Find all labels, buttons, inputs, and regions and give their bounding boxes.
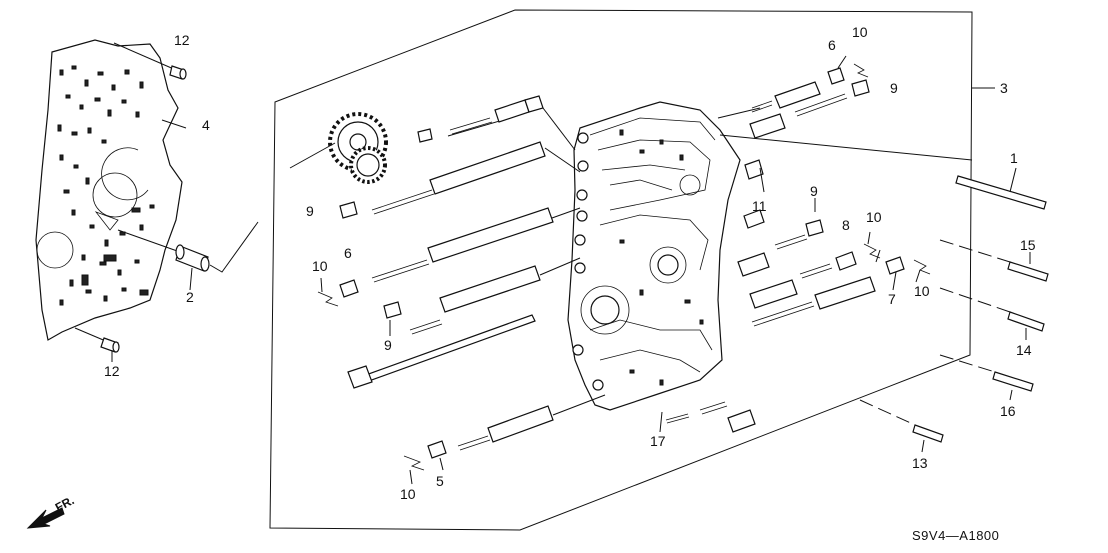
callout-16: 16 bbox=[1000, 403, 1016, 419]
callout-17: 17 bbox=[650, 433, 666, 449]
callout-12: 12 bbox=[104, 363, 120, 379]
valve-spools-left bbox=[347, 95, 606, 451]
callout-10: 10 bbox=[852, 24, 868, 40]
dowel-pin-lower bbox=[74, 327, 120, 353]
callout-14: 14 bbox=[1016, 342, 1032, 358]
shaft-and-bolts bbox=[859, 175, 1049, 443]
idler-gear bbox=[289, 112, 388, 184]
callout-9: 9 bbox=[384, 337, 392, 353]
callout-1: 1 bbox=[1010, 150, 1018, 166]
callout-8: 8 bbox=[842, 217, 850, 233]
callout-12: 12 bbox=[174, 32, 190, 48]
callout-6: 6 bbox=[828, 37, 836, 53]
callout-10: 10 bbox=[866, 209, 882, 225]
valve-spools-right bbox=[665, 67, 973, 433]
callout-labels: 12 4 2 12 9 10 6 9 6 10 9 3 1 11 9 8 10 … bbox=[104, 24, 1036, 502]
separator-plate bbox=[35, 39, 183, 341]
callout-10: 10 bbox=[312, 258, 328, 274]
catalog-code: S9V4—A1800 bbox=[912, 528, 999, 543]
main-valve-body bbox=[567, 101, 741, 411]
callout-6: 6 bbox=[344, 245, 352, 261]
callout-2: 2 bbox=[186, 289, 194, 305]
callout-15: 15 bbox=[1020, 237, 1036, 253]
callout-5: 5 bbox=[436, 473, 444, 489]
callout-9: 9 bbox=[306, 203, 314, 219]
dowel-pin-upper bbox=[113, 42, 187, 80]
callout-7: 7 bbox=[888, 291, 896, 307]
front-direction-indicator: FR. bbox=[26, 493, 76, 529]
callout-10: 10 bbox=[400, 486, 416, 502]
callout-10: 10 bbox=[914, 283, 930, 299]
callout-9: 9 bbox=[810, 183, 818, 199]
callout-9: 9 bbox=[890, 80, 898, 96]
callout-3: 3 bbox=[1000, 80, 1008, 96]
retainer-clips bbox=[317, 63, 931, 471]
callout-13: 13 bbox=[912, 455, 928, 471]
main-valve-body-frame bbox=[269, 9, 973, 531]
filter-sleeve bbox=[117, 221, 259, 273]
callout-4: 4 bbox=[202, 117, 210, 133]
callout-leaders bbox=[111, 55, 1031, 485]
front-arrow-icon bbox=[26, 507, 65, 529]
callout-11: 11 bbox=[752, 198, 767, 214]
